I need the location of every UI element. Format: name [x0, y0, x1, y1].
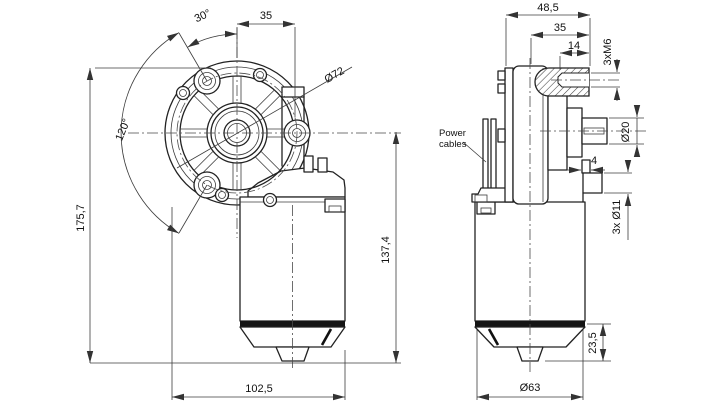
- bolt-circle-leader: [176, 66, 353, 169]
- dim-boss-thickness: 4: [591, 155, 597, 167]
- power-cable-1: [482, 118, 489, 192]
- power-cables-label-line2: cables: [439, 139, 467, 150]
- dim-angle-120: 120°: [113, 117, 133, 143]
- dim-motor-dia: Ø63: [520, 382, 541, 394]
- dim-angle-30: 30°: [193, 7, 213, 25]
- boss-11: [582, 172, 603, 194]
- front-view: [86, 20, 401, 401]
- gearbox-base: [247, 167, 346, 198]
- dim-overall-height: 175,7: [75, 204, 87, 232]
- dim-boss-dia: 3x Ø11: [611, 200, 623, 235]
- dim-overall-depth: 48,5: [537, 2, 558, 14]
- dim-boss-spacing-front: 35: [260, 10, 272, 22]
- motor-cone-side: [474, 326, 586, 348]
- dim-bolt-circle: Ø72: [322, 65, 346, 86]
- dim-hole-depth: 14: [568, 40, 580, 52]
- side-dimensions: [462, 11, 644, 401]
- mounting-flange: [504, 67, 514, 203]
- dim-cone-height: 23,5: [587, 332, 599, 353]
- dim-overall-width: 102,5: [245, 383, 273, 395]
- cover-screws: [175, 67, 278, 208]
- power-cable-2: [490, 118, 497, 192]
- power-cables-label-line1: Power: [439, 128, 466, 139]
- front-dimensions: [86, 20, 401, 401]
- bolt-circle: [176, 72, 298, 194]
- dim-motor-height: 137,4: [380, 236, 392, 264]
- power-cables-leader: [462, 141, 487, 163]
- motor-cone-front: [239, 326, 346, 348]
- side-view: [462, 11, 648, 401]
- dim-shaft-dia: Ø20: [620, 122, 632, 143]
- dim-mount-holes: 3xM6: [602, 39, 614, 66]
- dim-gearbox-depth: 35: [554, 22, 566, 34]
